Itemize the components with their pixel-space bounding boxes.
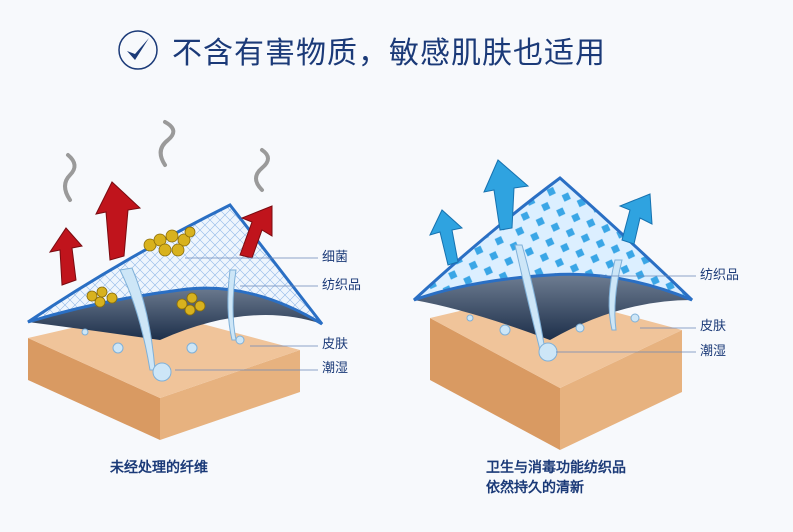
caption-right: 卫生与消毒功能纺织品 依然持久的清新	[486, 458, 626, 498]
caption-right-line1: 卫生与消毒功能纺织品	[486, 460, 626, 476]
label-skin-right: 皮肤	[700, 319, 727, 334]
caption-left: 未经处理的纤维	[110, 460, 208, 476]
header: 不含有害物质，敏感肌肤也适用	[116, 28, 606, 72]
left-leader-lines	[175, 257, 318, 371]
label-moisture-right: 潮湿	[700, 344, 727, 359]
bacteria-clusters	[86, 226, 206, 316]
left-odor-arrows	[48, 181, 273, 286]
label-skin-left: 皮肤	[322, 337, 349, 352]
check-circle-icon	[118, 30, 158, 70]
label-textile-left: 纺织品	[322, 278, 362, 293]
right-fresh-arrows	[429, 159, 653, 266]
label-bacteria: 细菌	[322, 250, 349, 265]
label-moisture-left: 潮湿	[322, 361, 349, 376]
label-textile-right: 纺织品	[700, 268, 740, 283]
caption-right-line2: 依然持久的清新	[486, 480, 584, 496]
right-leader-lines	[556, 275, 696, 353]
page-title: 不含有害物质，敏感肌肤也适用	[172, 36, 606, 71]
right-fabric	[412, 176, 694, 362]
smoke-wisps	[63, 120, 270, 202]
